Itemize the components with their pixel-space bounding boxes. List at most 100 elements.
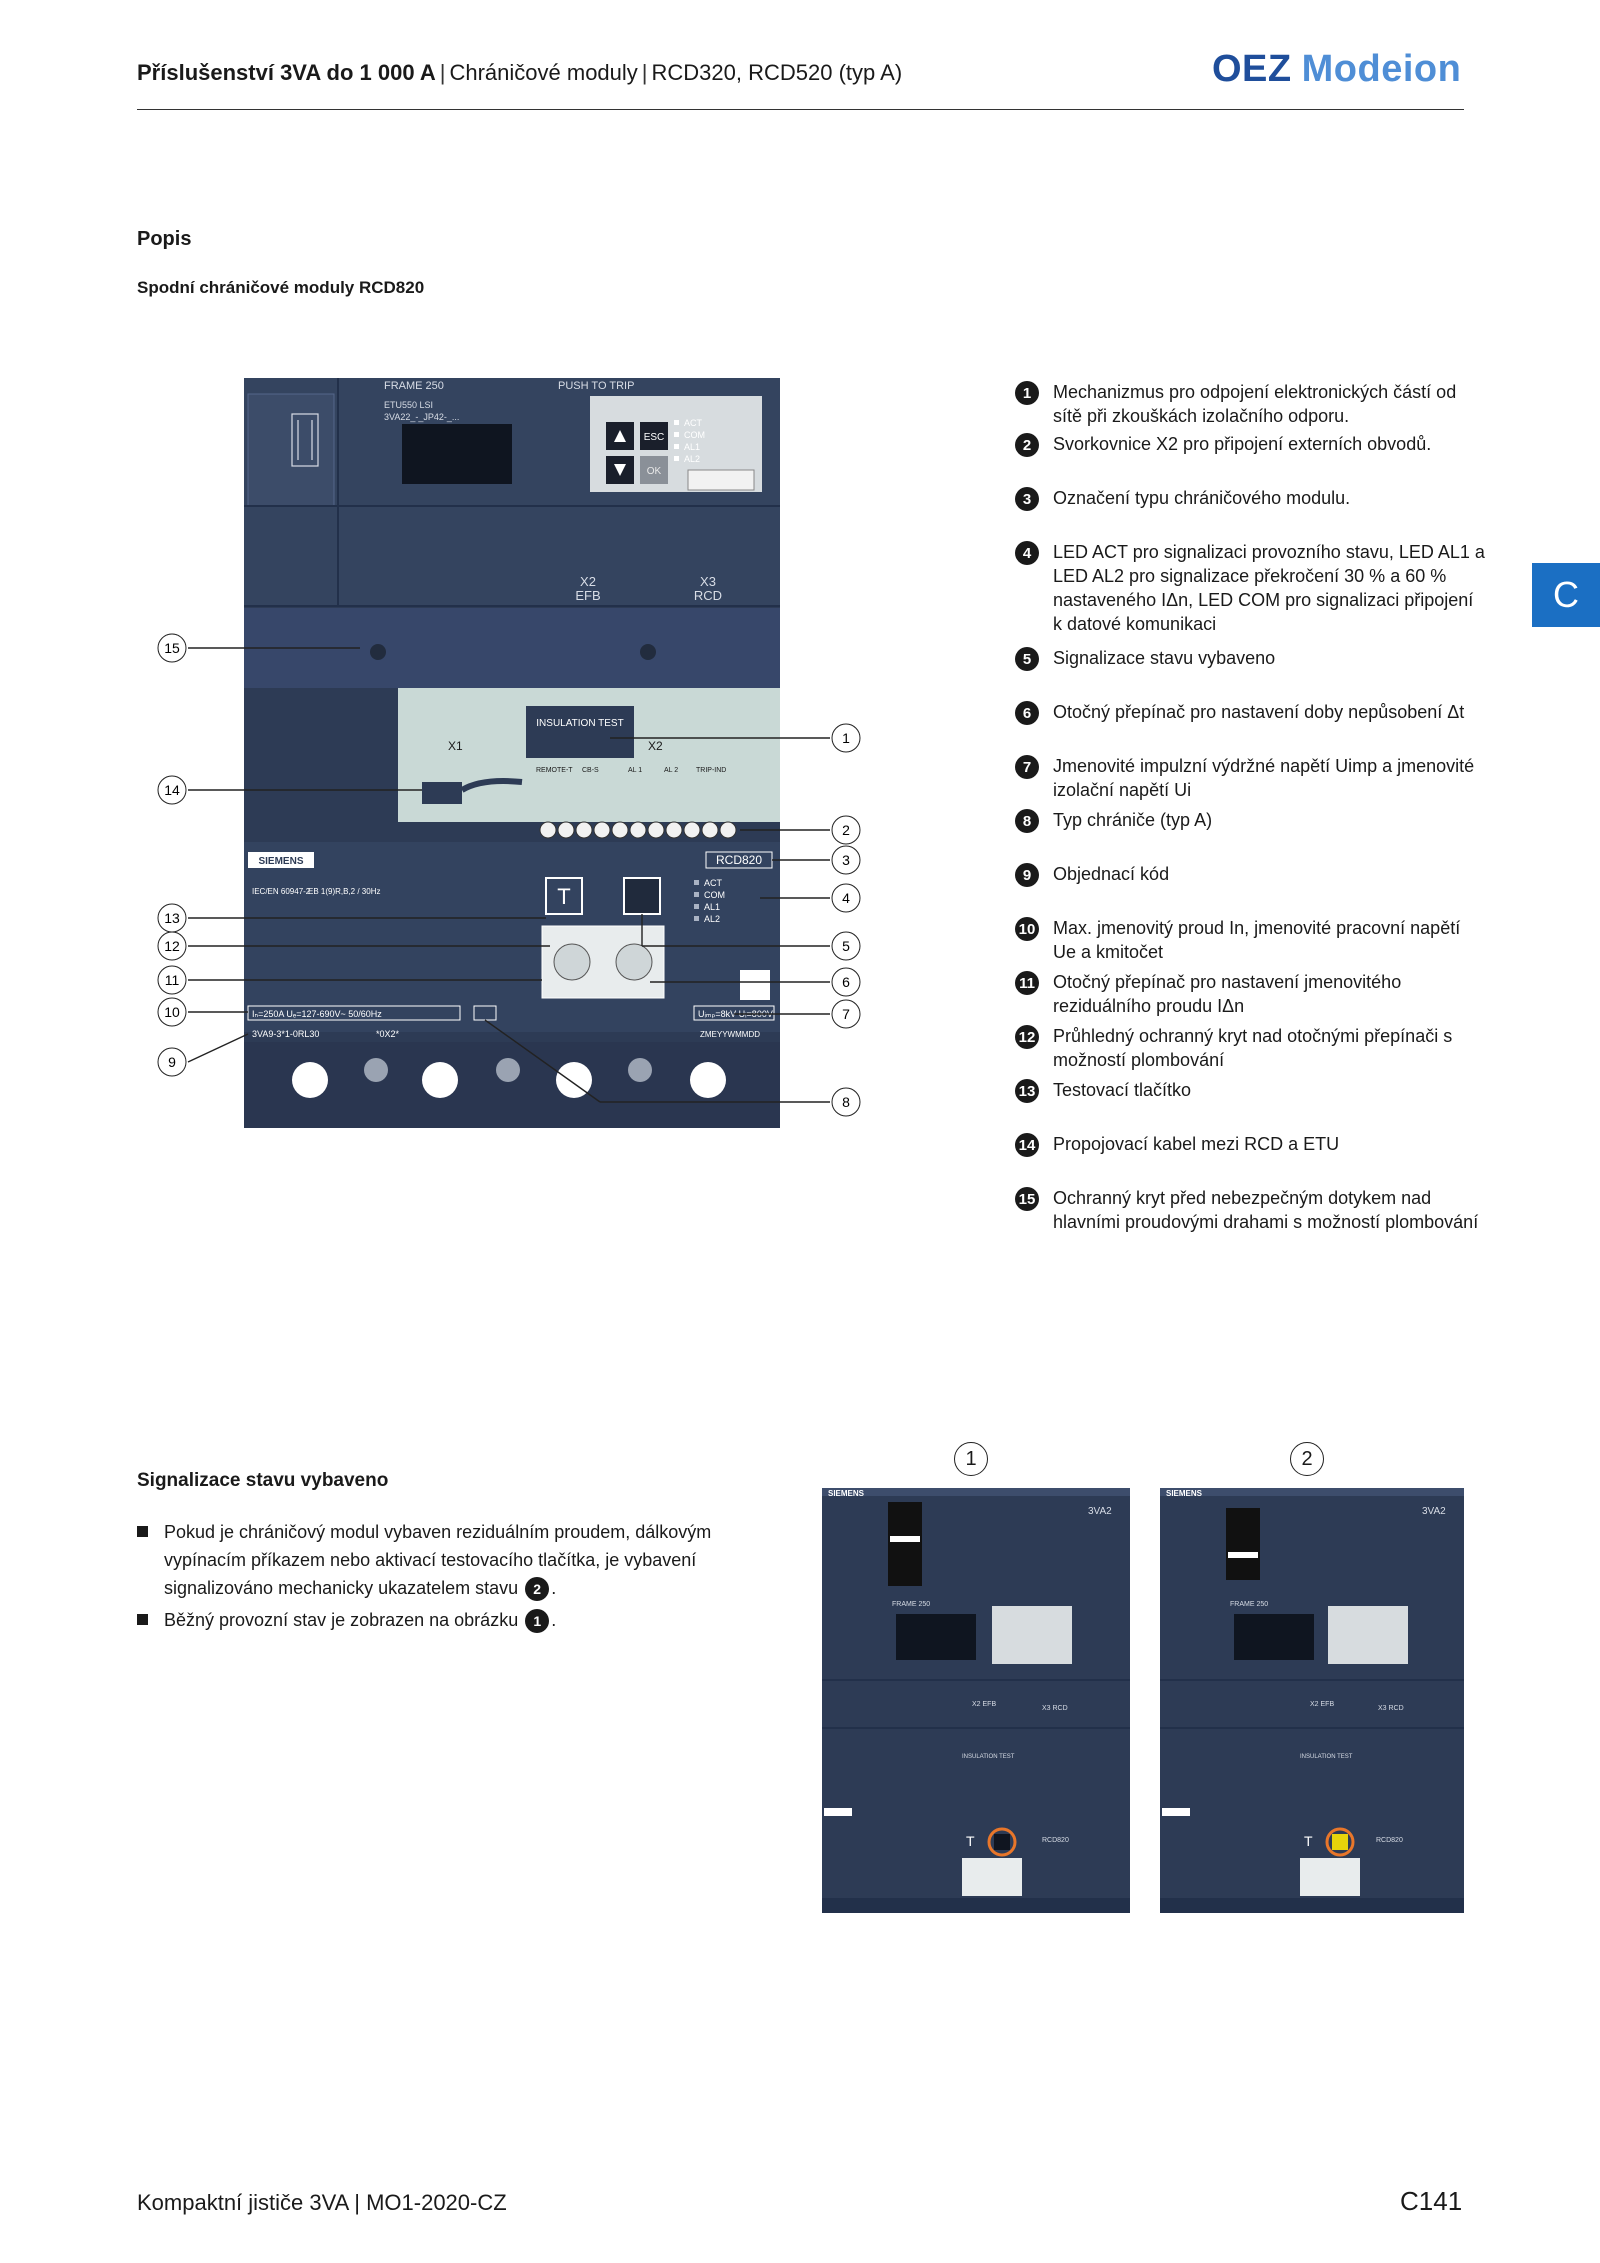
terminal-block bbox=[539, 821, 737, 839]
standards2-label: EB 1(9)R,B,2 / 30Hz bbox=[308, 887, 380, 896]
photo-tripped-state: SIEMENS 3VA2 FRAME 250 X2 EFB X3 RCD INS… bbox=[1160, 1488, 1464, 1913]
svg-text:2: 2 bbox=[842, 822, 850, 838]
svg-text:AL1: AL1 bbox=[704, 902, 720, 912]
frame-label: FRAME 250 bbox=[384, 380, 444, 392]
photo2-number: 2 bbox=[1290, 1442, 1324, 1476]
siemens-label: SIEMENS bbox=[258, 856, 303, 867]
bullet2-text: Běžný provozní stav je zobrazen na obráz… bbox=[164, 1610, 519, 1630]
legend-text: Průhledný ochranný kryt nad otočnými pře… bbox=[1053, 1026, 1453, 1070]
push-to-trip-label: PUSH TO TRIP bbox=[558, 380, 634, 392]
uimp-sub: ZMEYYWMMDD bbox=[700, 1030, 760, 1039]
photo-rcd: RCD820 bbox=[1376, 1837, 1403, 1844]
terminal-screws bbox=[364, 1058, 652, 1082]
header-title-part3: RCD320, RCD520 (typ A) bbox=[651, 60, 903, 85]
signalization-title: Signalizace stavu vybaveno bbox=[137, 1470, 389, 1491]
legend-number: 13 bbox=[1015, 1079, 1039, 1103]
legend-text: Svorkovnice X2 pro připojení externích o… bbox=[1053, 434, 1432, 454]
legend-item: 10 Max. jmenovitý proud In, jmenovité pra… bbox=[1015, 916, 1485, 964]
chapter-tab: C bbox=[1532, 563, 1600, 627]
status-ring bbox=[1325, 1827, 1355, 1857]
bullet-square-icon bbox=[137, 1526, 148, 1537]
legend-number: 8 bbox=[1015, 809, 1039, 833]
model-label: RCD820 bbox=[716, 853, 762, 867]
legend-number: 9 bbox=[1015, 863, 1039, 887]
legend-text: Mechanizmus pro odpojení elektronických … bbox=[1053, 382, 1457, 426]
header-separator: | bbox=[439, 60, 446, 85]
legend-text: Ochranný kryt před nebezpečným dotykem n… bbox=[1053, 1188, 1479, 1232]
test-button bbox=[545, 877, 583, 915]
left-cover bbox=[247, 393, 335, 507]
etu-led-labels: ACT COM AL1 AL2 bbox=[674, 418, 705, 464]
etu-label-line2: 3VA22_-_JP42-_... bbox=[384, 412, 459, 422]
photo-model: 3VA2 bbox=[1088, 1506, 1112, 1517]
legend-text: Signalizace stavu vybaveno bbox=[1053, 648, 1276, 668]
legend-number: 10 bbox=[1015, 917, 1039, 941]
test-button-label: T bbox=[557, 884, 570, 909]
bullet1-text: Pokud je chráničový modul vybaven rezidu… bbox=[164, 1522, 712, 1598]
arrow-up-icon bbox=[614, 430, 626, 442]
x1-label: X1 bbox=[448, 739, 463, 753]
etu-connector bbox=[687, 469, 755, 491]
legend-item: 13 Testovací tlačítko bbox=[1015, 1078, 1191, 1103]
photo-insulation: INSULATION TEST bbox=[962, 1754, 1015, 1760]
svg-text:9: 9 bbox=[168, 1054, 176, 1070]
svg-text:ACT: ACT bbox=[704, 878, 723, 888]
photo-brand: SIEMENS bbox=[1166, 1489, 1203, 1498]
etu-label-line1: ETU550 LSI bbox=[384, 400, 433, 410]
header-title-bold: Příslušenství 3VA do 1 000 A bbox=[137, 60, 436, 85]
legend-number: 1 bbox=[1015, 381, 1039, 405]
legend-text: LED ACT pro signalizaci provozního stavu… bbox=[1053, 542, 1485, 634]
bullet-item: Běžný provozní stav je zobrazen na obráz… bbox=[137, 1606, 777, 1634]
legend-number: 14 bbox=[1015, 1133, 1039, 1157]
rating-label: Iₙ=250A Uₑ=127-690V~ 50/60Hz bbox=[252, 1009, 382, 1019]
delay-selector bbox=[553, 943, 591, 981]
arrow-down-icon bbox=[614, 464, 626, 476]
rcd-front bbox=[244, 842, 780, 1032]
photo-x2: X2 EFB bbox=[1310, 1701, 1334, 1708]
legend-text: Testovací tlačítko bbox=[1053, 1080, 1192, 1100]
bullet2-ref-badge: 1 bbox=[525, 1609, 550, 1634]
svg-text:COM: COM bbox=[704, 890, 725, 900]
x2-efb-label: X2 bbox=[580, 574, 596, 589]
page-number: C141 bbox=[1400, 2186, 1463, 2216]
qr-code bbox=[740, 970, 770, 1000]
legend-item: 2 Svorkovnice X2 pro připojení externích … bbox=[1015, 432, 1431, 457]
bullet-square-icon bbox=[137, 1614, 148, 1625]
logo-text-modeion: Modeion bbox=[1301, 48, 1462, 90]
legend-number: 7 bbox=[1015, 755, 1039, 779]
ok-button bbox=[640, 456, 668, 484]
svg-text:AL2: AL2 bbox=[684, 454, 700, 464]
rcd820-diagram: FRAME 250 PUSH TO TRIP ETU550 LSI 3VA22_… bbox=[157, 378, 861, 1128]
legend-text: Otočný přepínač pro nastavení doby nepůs… bbox=[1053, 702, 1465, 722]
svg-text:AL 2: AL 2 bbox=[664, 767, 678, 774]
legend-text: Max. jmenovitý proud In, jmenovité praco… bbox=[1053, 918, 1461, 962]
bullet-text: Běžný provozní stav je zobrazen na obráz… bbox=[164, 1606, 556, 1634]
terminal-group-labels: REMOTE-T CB-S AL 1 AL 2 TRIP-IND bbox=[536, 767, 726, 774]
svg-text:8: 8 bbox=[842, 1094, 850, 1110]
x2-label: X2 bbox=[648, 739, 663, 753]
photo-normal-state: SIEMENS 3VA2 FRAME 250 X2 EFB X3 RCD INS… bbox=[822, 1488, 1130, 1913]
photo-brand: SIEMENS bbox=[828, 1489, 865, 1498]
bullet1-end: . bbox=[551, 1578, 557, 1598]
bullet1-ref-badge: 2 bbox=[525, 1577, 550, 1602]
x2-efb-sub: EFB bbox=[575, 588, 600, 603]
photo1-number: 1 bbox=[954, 1442, 988, 1476]
legend-number: 11 bbox=[1015, 971, 1039, 995]
status-ring bbox=[987, 1827, 1017, 1857]
photo-test: T bbox=[966, 1833, 975, 1849]
legend-text: Propojovací kabel mezi RCD a ETU bbox=[1053, 1134, 1340, 1154]
photo-frame: FRAME 250 bbox=[892, 1601, 930, 1608]
ok-label: OK bbox=[647, 466, 662, 477]
photo-rcd: RCD820 bbox=[1042, 1837, 1069, 1844]
trip-indicator bbox=[623, 877, 661, 915]
photo-x2: X2 EFB bbox=[972, 1701, 996, 1708]
tripped-indicator bbox=[1332, 1834, 1348, 1850]
callout-markers: 1 2 3 4 5 6 7 8 9 10 11 12 13 14 15 bbox=[157, 633, 861, 1117]
legend-number: 2 bbox=[1015, 433, 1039, 457]
